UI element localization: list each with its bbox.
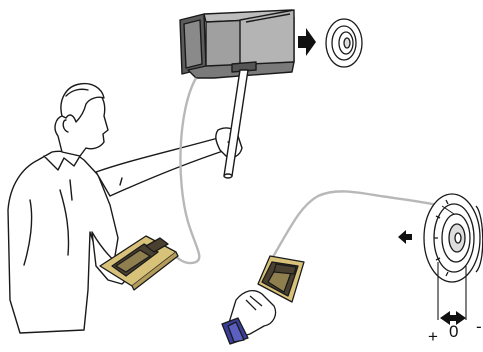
hood-cable <box>172 78 199 263</box>
meter-right <box>258 256 304 302</box>
scale-zero-label: 0 <box>449 323 458 340</box>
airflow-arrow-right-icon <box>298 28 316 56</box>
airflow-arrow-left-icon <box>398 230 412 244</box>
ceiling-diffuser-large <box>424 194 483 282</box>
gloved-hand <box>222 291 276 344</box>
scale-plus-label: + <box>428 328 438 345</box>
ceiling-diffuser-small <box>326 19 362 67</box>
technician-figure <box>8 84 242 333</box>
meter-cable <box>270 191 442 262</box>
scale-minus-label: - <box>476 318 482 335</box>
